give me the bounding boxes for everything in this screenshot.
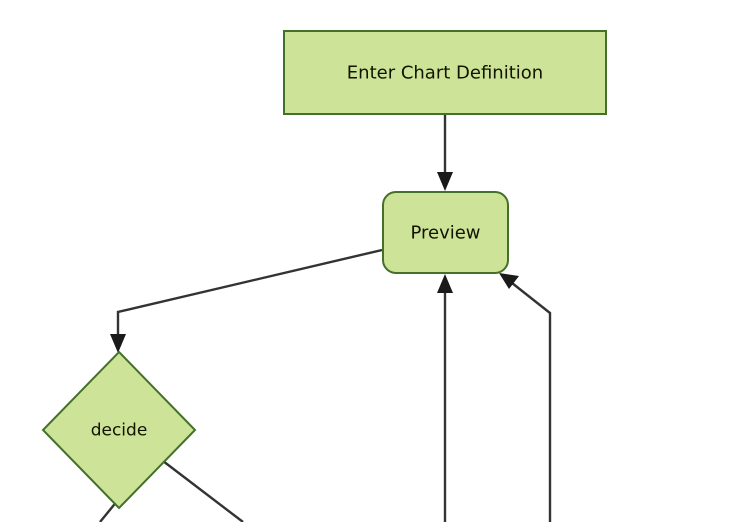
node-layer: Enter Chart Definition Preview decide — [41, 30, 607, 510]
node-rounded-rectangle[interactable] — [382, 191, 509, 274]
edge-layer — [99, 115, 552, 522]
node-decide[interactable]: decide — [41, 350, 197, 510]
node-diamond[interactable] — [41, 350, 197, 510]
arrowhead-icon — [437, 274, 453, 293]
edge-enter-to-preview — [437, 115, 453, 191]
edge-line — [511, 282, 552, 522]
edge-return-right-to-preview — [499, 273, 552, 522]
arrowhead-icon — [110, 334, 126, 353]
node-rectangle[interactable] — [283, 30, 607, 115]
arrowhead-icon — [437, 172, 453, 191]
node-preview[interactable]: Preview — [382, 191, 509, 274]
edge-decide-branch-right — [162, 460, 244, 522]
arrowhead-icon — [499, 273, 519, 289]
node-label-enter-chart-definition: Enter Chart Definition — [347, 63, 543, 84]
node-label-decide: decide — [91, 421, 148, 441]
edge-line — [116, 248, 383, 339]
edge-preview-to-decide — [110, 248, 383, 353]
edge-return-center-to-preview — [437, 274, 453, 522]
node-label-preview: Preview — [410, 223, 480, 244]
edge-line — [162, 460, 244, 522]
node-enter-chart-definition[interactable]: Enter Chart Definition — [283, 30, 607, 115]
